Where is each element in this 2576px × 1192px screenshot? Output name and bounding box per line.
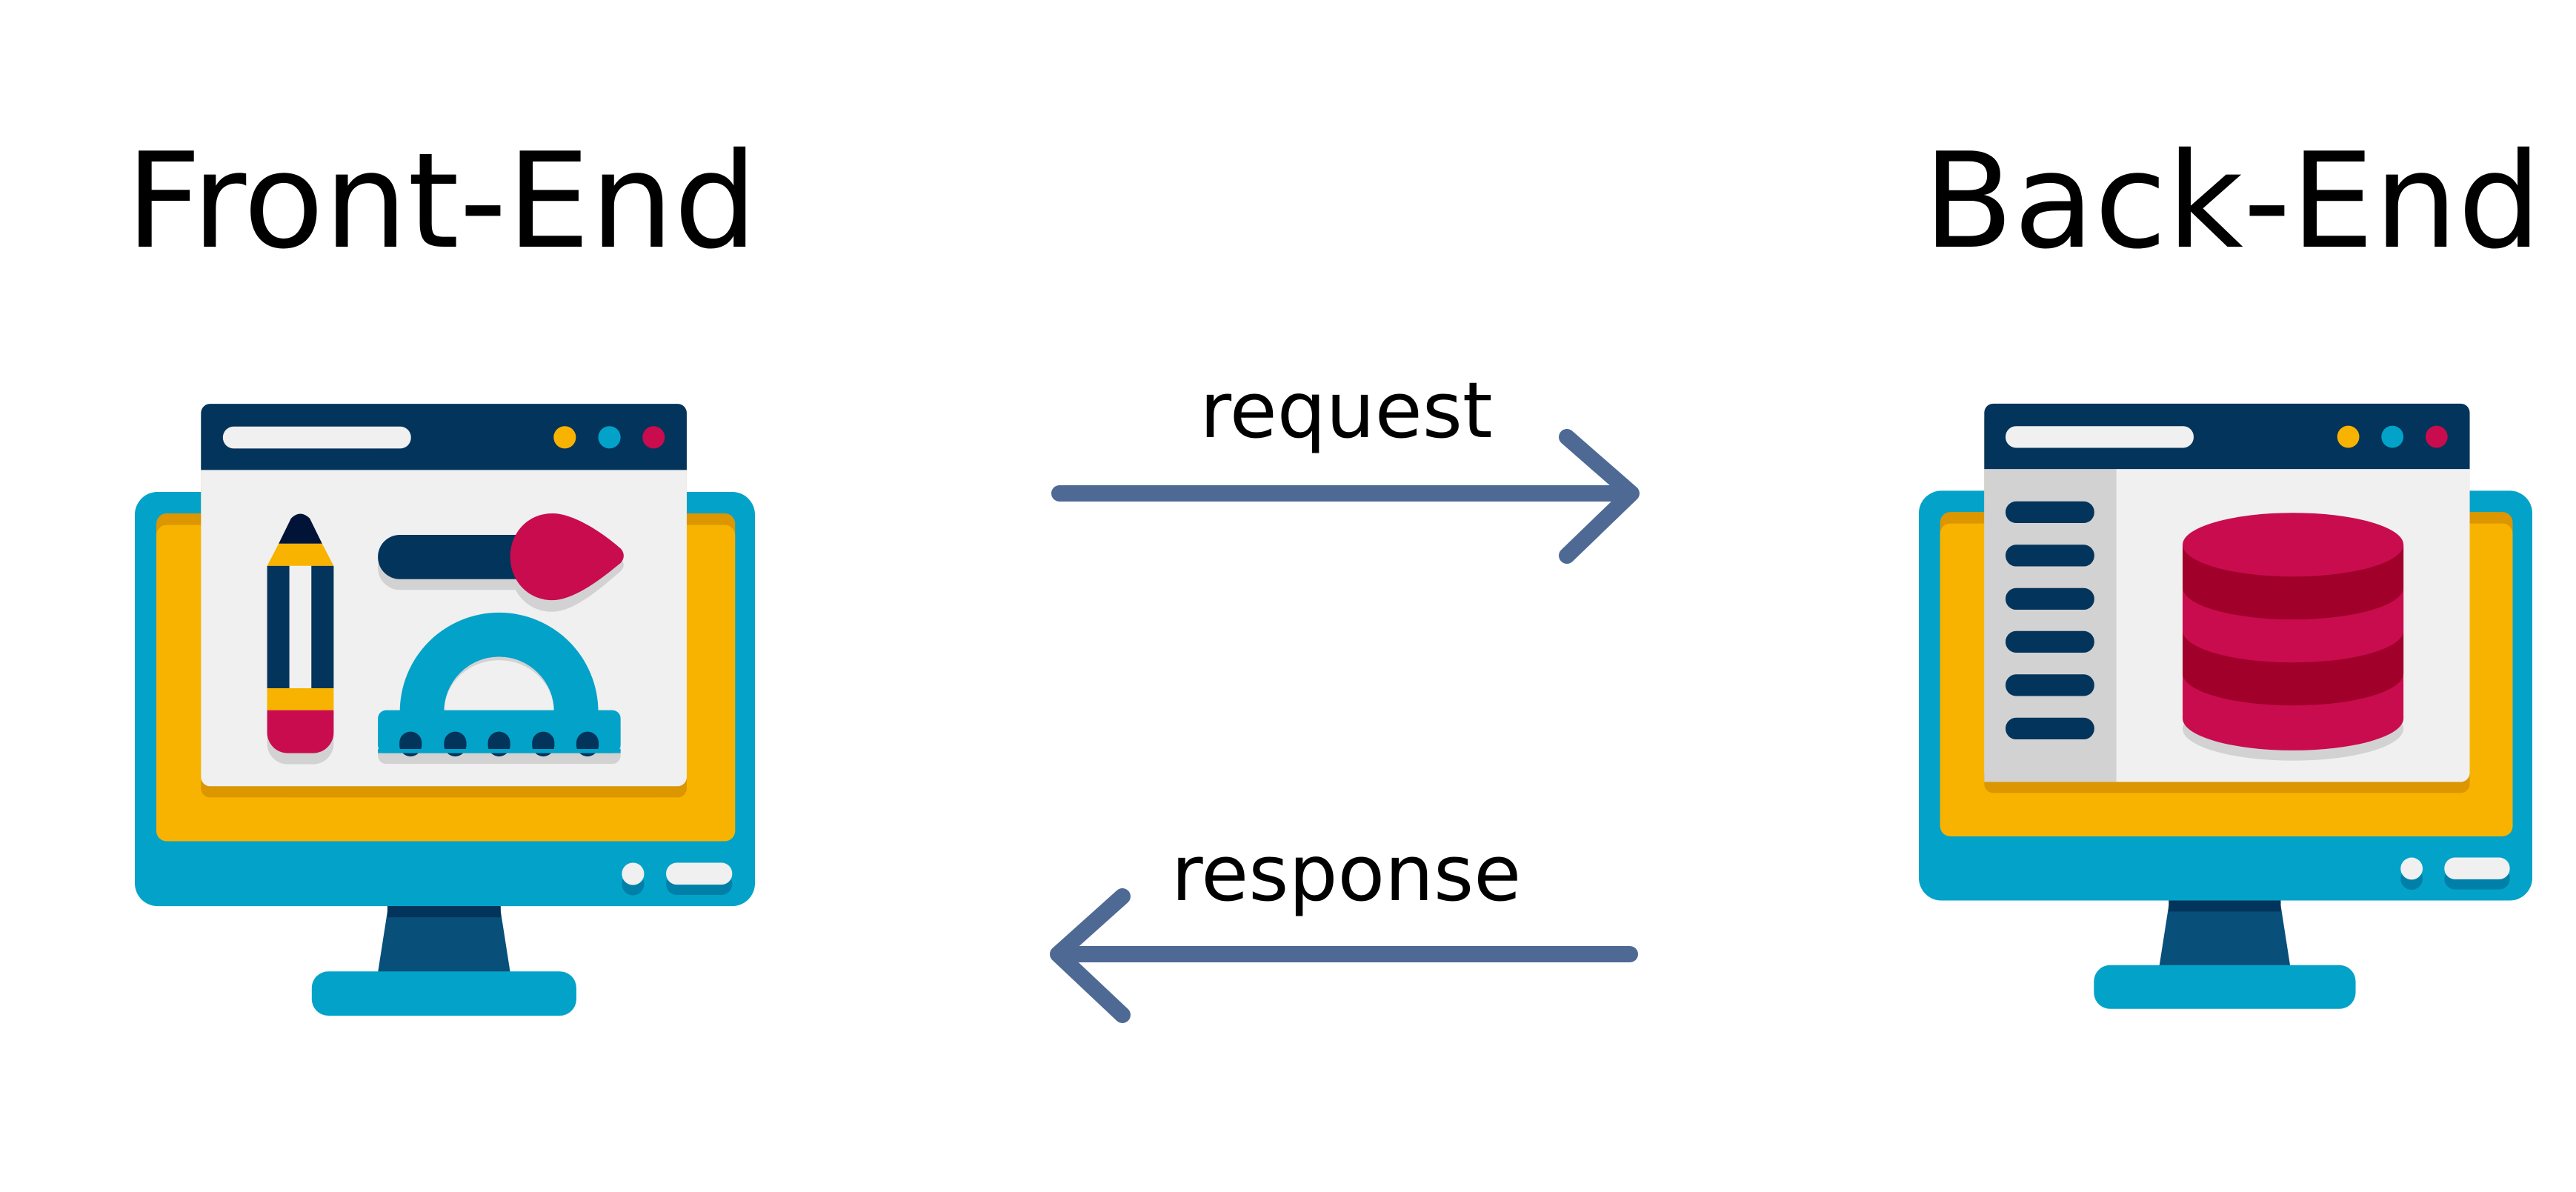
response-arrow-icon <box>1050 888 1638 1023</box>
request-label: request <box>1199 365 1492 456</box>
paint-brush-icon <box>378 513 624 612</box>
front-end-monitor-icon <box>135 404 756 1016</box>
front-end-title: Front-End <box>126 124 758 278</box>
response-label: response <box>1171 828 1521 919</box>
protractor-icon <box>378 612 621 765</box>
database-icon <box>2183 513 2404 761</box>
request-arrow-icon <box>1051 429 1640 564</box>
back-end-monitor-icon <box>1919 403 2532 1009</box>
pencil-icon <box>267 513 334 765</box>
sidebar-menu-icon <box>2006 501 2094 740</box>
back-end-title: Back-End <box>1923 124 2542 278</box>
